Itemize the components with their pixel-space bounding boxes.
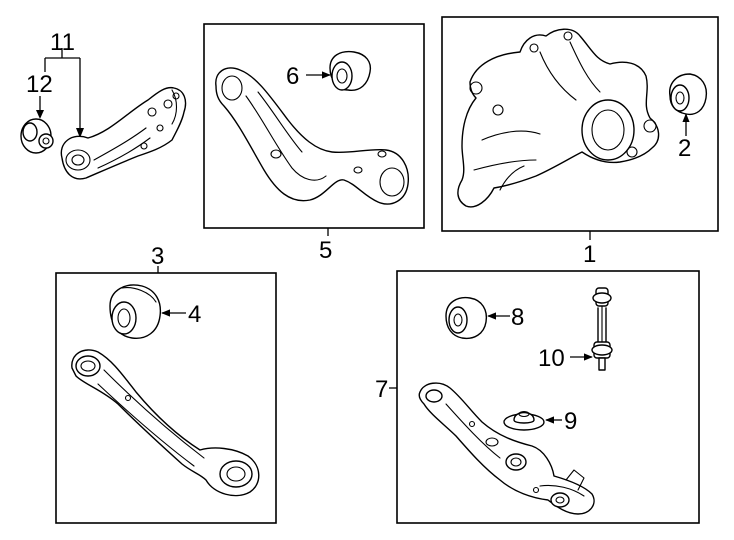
group-5: 5 6 [203,23,425,264]
callout-1-label: 1 [583,241,596,268]
box-5 [203,23,425,229]
callout-4-label: 4 [188,301,201,328]
bushing-8 [445,296,488,340]
box-7 [396,270,700,524]
callout-3-label: 3 [151,243,164,270]
bushing-6 [329,50,372,91]
stabilizer-link-10 [591,287,613,371]
callout-6-label: 6 [286,63,299,90]
group-11-12: 11 12 [20,29,187,180]
callout-11-arrowhead [76,128,84,138]
trailing-arm-11 [60,86,187,180]
knuckle-1 [457,28,660,208]
callout-10-label: 10 [538,345,565,372]
lower-control-arm-7 [418,382,595,515]
box-3 [55,272,277,524]
callout-12-label: 12 [26,71,53,98]
bushing-2 [669,73,708,116]
control-arm-5 [215,67,409,205]
box-1 [441,16,719,232]
callout-8-label: 8 [511,304,524,331]
callout-7-label: 7 [375,376,388,403]
callout-2-label: 2 [678,135,691,162]
callout-5-label: 5 [319,237,332,264]
callout-11-leader [44,48,81,128]
lateral-link-3 [71,349,260,497]
callout-11-label: 11 [50,29,75,56]
bushing-12 [20,118,54,154]
group-1: 1 2 [441,16,719,268]
callout-9-label: 9 [564,408,577,435]
group-3: 3 4 [55,243,277,524]
callout-12-arrowhead [36,110,44,119]
group-7: 7 8 10 9 [375,270,700,524]
bushing-4 [109,284,162,339]
washer-9 [503,410,545,431]
